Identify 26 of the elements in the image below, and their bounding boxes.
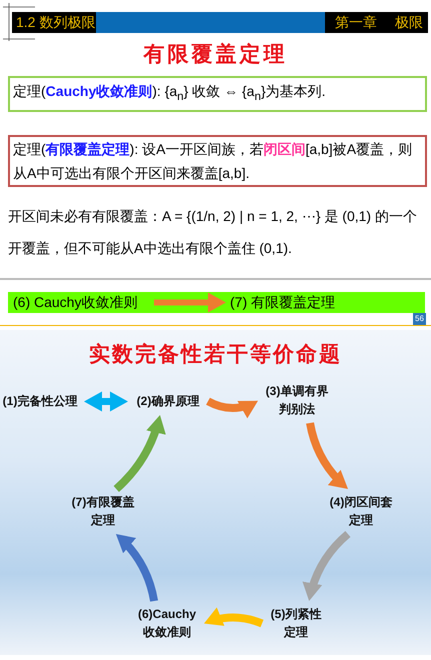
arrow	[206, 397, 260, 418]
proposition-label: (2)确界原理	[132, 392, 204, 411]
page-number: 56	[413, 313, 426, 325]
theorem-box: 定理(Cauchy收敛准则): {a$_{n}$} 收敛 ⇔ {a$_{n}$}为基本列.	[8, 76, 427, 112]
arrow	[84, 392, 128, 412]
proposition-label: (7) 有限覆盖定理	[230, 293, 350, 312]
header-tab: 极限	[379, 12, 428, 33]
arrow	[302, 531, 351, 602]
arrow	[113, 531, 158, 602]
paragraph: 开区间未必有有限覆盖：A = {(1/n, 2) | n = 1, 2, ⋯} 是 (0,1) 的一个开覆盖，但不可能从A中选出有限个盖住 (0,1).	[8, 207, 418, 258]
proposition-label: (5)列紧性定理	[266, 605, 326, 642]
proposition-label: (6)Cauchy收敛准则	[134, 605, 200, 642]
proposition-label: (6) Cauchy收敛准则	[10, 293, 150, 312]
theorem-box: 定理(有限覆盖定理): 设A一开区间族，若闭区间[a,b]被A覆盖，则从A中可选出有限个开区间来覆盖[a,b].	[8, 135, 427, 187]
header-tab: 第一章	[325, 12, 379, 33]
proposition-label: (1)完备性公理	[0, 392, 80, 411]
arrow	[306, 422, 351, 492]
proposition-label: (3)单调有界判别法	[262, 382, 332, 419]
title: 有限覆盖定理	[142, 42, 288, 68]
heading: 实数完备性若干等价命题	[88, 342, 343, 368]
proposition-label: (4)闭区间套定理	[326, 493, 396, 530]
arrow	[202, 608, 264, 628]
arrow	[154, 292, 226, 312]
proposition-label: (7)有限覆盖定理	[68, 493, 138, 530]
arrow	[114, 414, 166, 492]
header-tab: 1.2 数列极限	[12, 12, 96, 33]
